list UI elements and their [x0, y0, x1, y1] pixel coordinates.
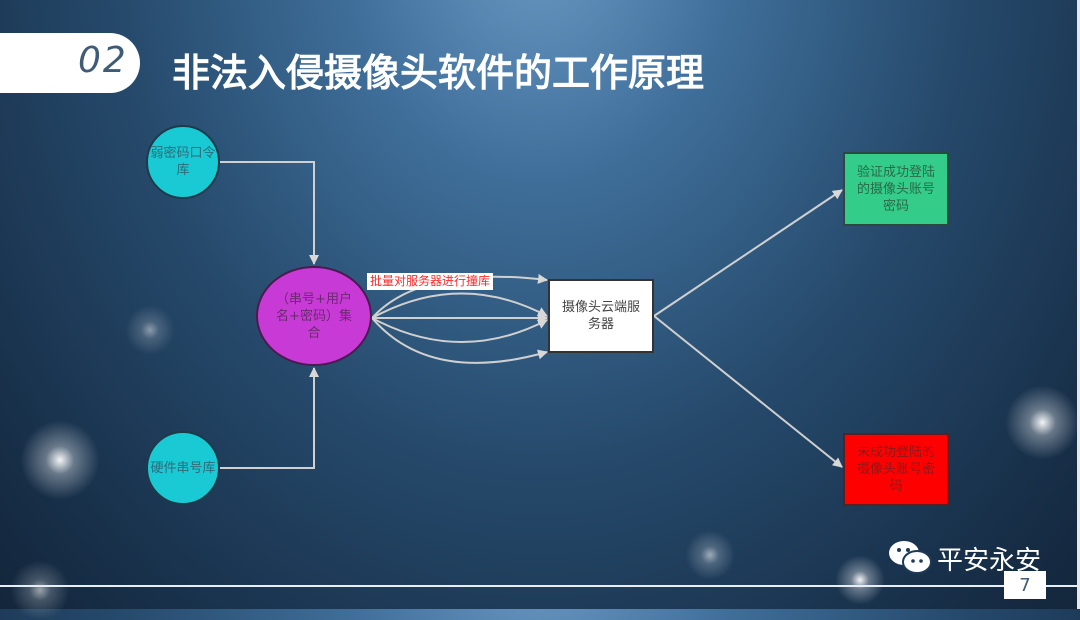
failure-node: 未成功登陆的摄像头账号密码	[843, 433, 949, 506]
section-badge	[0, 33, 140, 93]
arrow-server-to-success	[653, 189, 843, 317]
light-glow	[20, 420, 100, 500]
footer-divider	[0, 585, 1078, 587]
light-glow	[1005, 385, 1080, 460]
light-glow	[835, 555, 885, 605]
arrow-serial-to-set	[219, 367, 319, 469]
slide-edge	[1077, 0, 1080, 609]
light-glow	[125, 305, 175, 355]
wechat-icon	[889, 541, 932, 574]
credential-set-node: （串号+用户名+密码）集合	[256, 266, 372, 366]
cloud-server-node: 摄像头云端服务器	[548, 279, 654, 353]
arrow-set-to-server	[371, 317, 548, 343]
arrow-weak-to-set	[219, 161, 319, 265]
arrow-set-to-server	[371, 317, 548, 364]
arrow-server-to-failure	[653, 315, 843, 468]
hardware-serial-db-node: 硬件串号库	[146, 431, 220, 505]
batch-attack-label: 批量对服务器进行撞库	[367, 273, 494, 290]
arrow-set-to-server	[371, 292, 548, 319]
weak-password-db-node: 弱密码口令库	[146, 125, 220, 199]
slide-title: 非法入侵摄像头软件的工作原理	[172, 51, 705, 95]
page-number: 7	[1004, 571, 1046, 599]
light-glow	[685, 530, 735, 580]
success-node: 验证成功登陆的摄像头账号密码	[843, 152, 949, 226]
section-number: 02	[78, 40, 128, 81]
